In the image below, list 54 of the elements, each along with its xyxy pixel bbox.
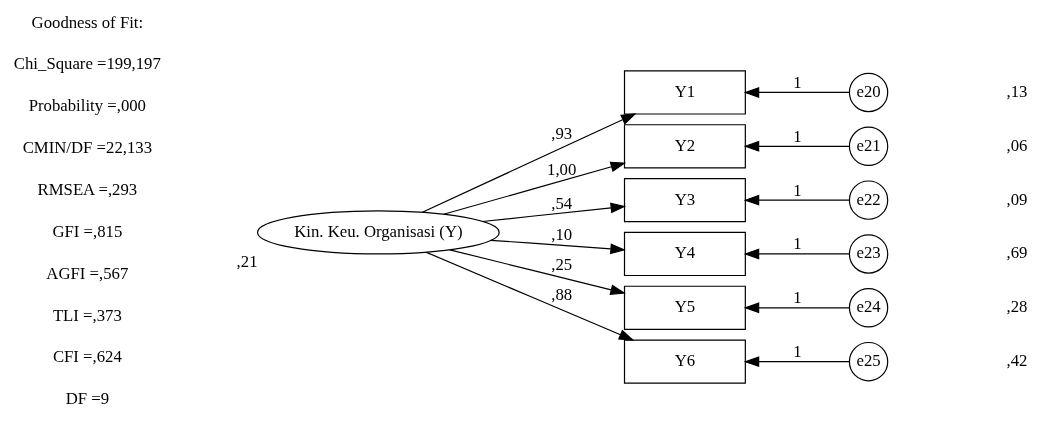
- edge-label: 1: [792, 234, 802, 254]
- edge-label: 1: [792, 126, 802, 146]
- edge-label: ,25: [550, 254, 572, 274]
- label: ,42: [1005, 351, 1027, 371]
- arrow: [421, 113, 637, 213]
- label: TLI =,373: [52, 305, 122, 325]
- label: ,09: [1005, 189, 1027, 209]
- edge-label: ,93: [550, 124, 572, 144]
- edge-label: 1: [792, 342, 802, 362]
- node-circle: e25: [848, 341, 888, 382]
- edge-label: 1: [792, 180, 802, 200]
- edge-label: 1,00: [546, 160, 576, 180]
- node-box: Y1: [623, 70, 746, 115]
- label: Chi_Square =199,197: [13, 54, 161, 74]
- arrow: [743, 248, 850, 260]
- arrow: [743, 140, 850, 152]
- arrow: [489, 239, 626, 255]
- label: DF =9: [65, 389, 109, 409]
- node-box: Y2: [623, 124, 746, 169]
- edge-label: 1: [792, 72, 802, 92]
- node-label: ,21: [236, 252, 258, 272]
- edge-label: ,10: [550, 224, 572, 244]
- node-circle: e24: [848, 288, 888, 328]
- label: ,06: [1005, 135, 1027, 155]
- node-box: Y3: [623, 178, 746, 223]
- arrow: [442, 161, 626, 215]
- edge-label: ,54: [550, 193, 572, 213]
- label: ,69: [1005, 243, 1027, 263]
- label: Goodness of Fit:: [31, 12, 143, 32]
- label: GFI =,815: [51, 221, 122, 241]
- node-circle: e20: [848, 72, 888, 113]
- label: ,28: [1005, 297, 1027, 317]
- arrow: [743, 302, 850, 314]
- node-ellipse: Kin. Keu. Organisasi (Y): [256, 210, 500, 255]
- arrow: [743, 356, 850, 368]
- label: CMIN/DF =22,133: [22, 138, 152, 158]
- node-box: Y4: [623, 231, 746, 277]
- label: Probability =,000: [28, 96, 146, 116]
- arrow: [743, 87, 850, 98]
- arrow: [448, 249, 626, 296]
- label: ,13: [1005, 81, 1027, 101]
- label: CFI =,624: [52, 347, 122, 367]
- arrow: [743, 194, 850, 206]
- node-box: Y5: [623, 285, 746, 330]
- edge-label: 1: [792, 288, 802, 308]
- arrow: [425, 251, 634, 341]
- node-box: Y6: [623, 339, 746, 384]
- node-circle: e23: [848, 234, 888, 274]
- node-circle: e21: [848, 126, 888, 167]
- edge-label: ,88: [550, 284, 572, 304]
- label: RMSEA =,293: [37, 179, 137, 199]
- label: AGFI =,567: [45, 263, 128, 283]
- node-circle: e22: [848, 180, 888, 220]
- arrow: [481, 202, 626, 223]
